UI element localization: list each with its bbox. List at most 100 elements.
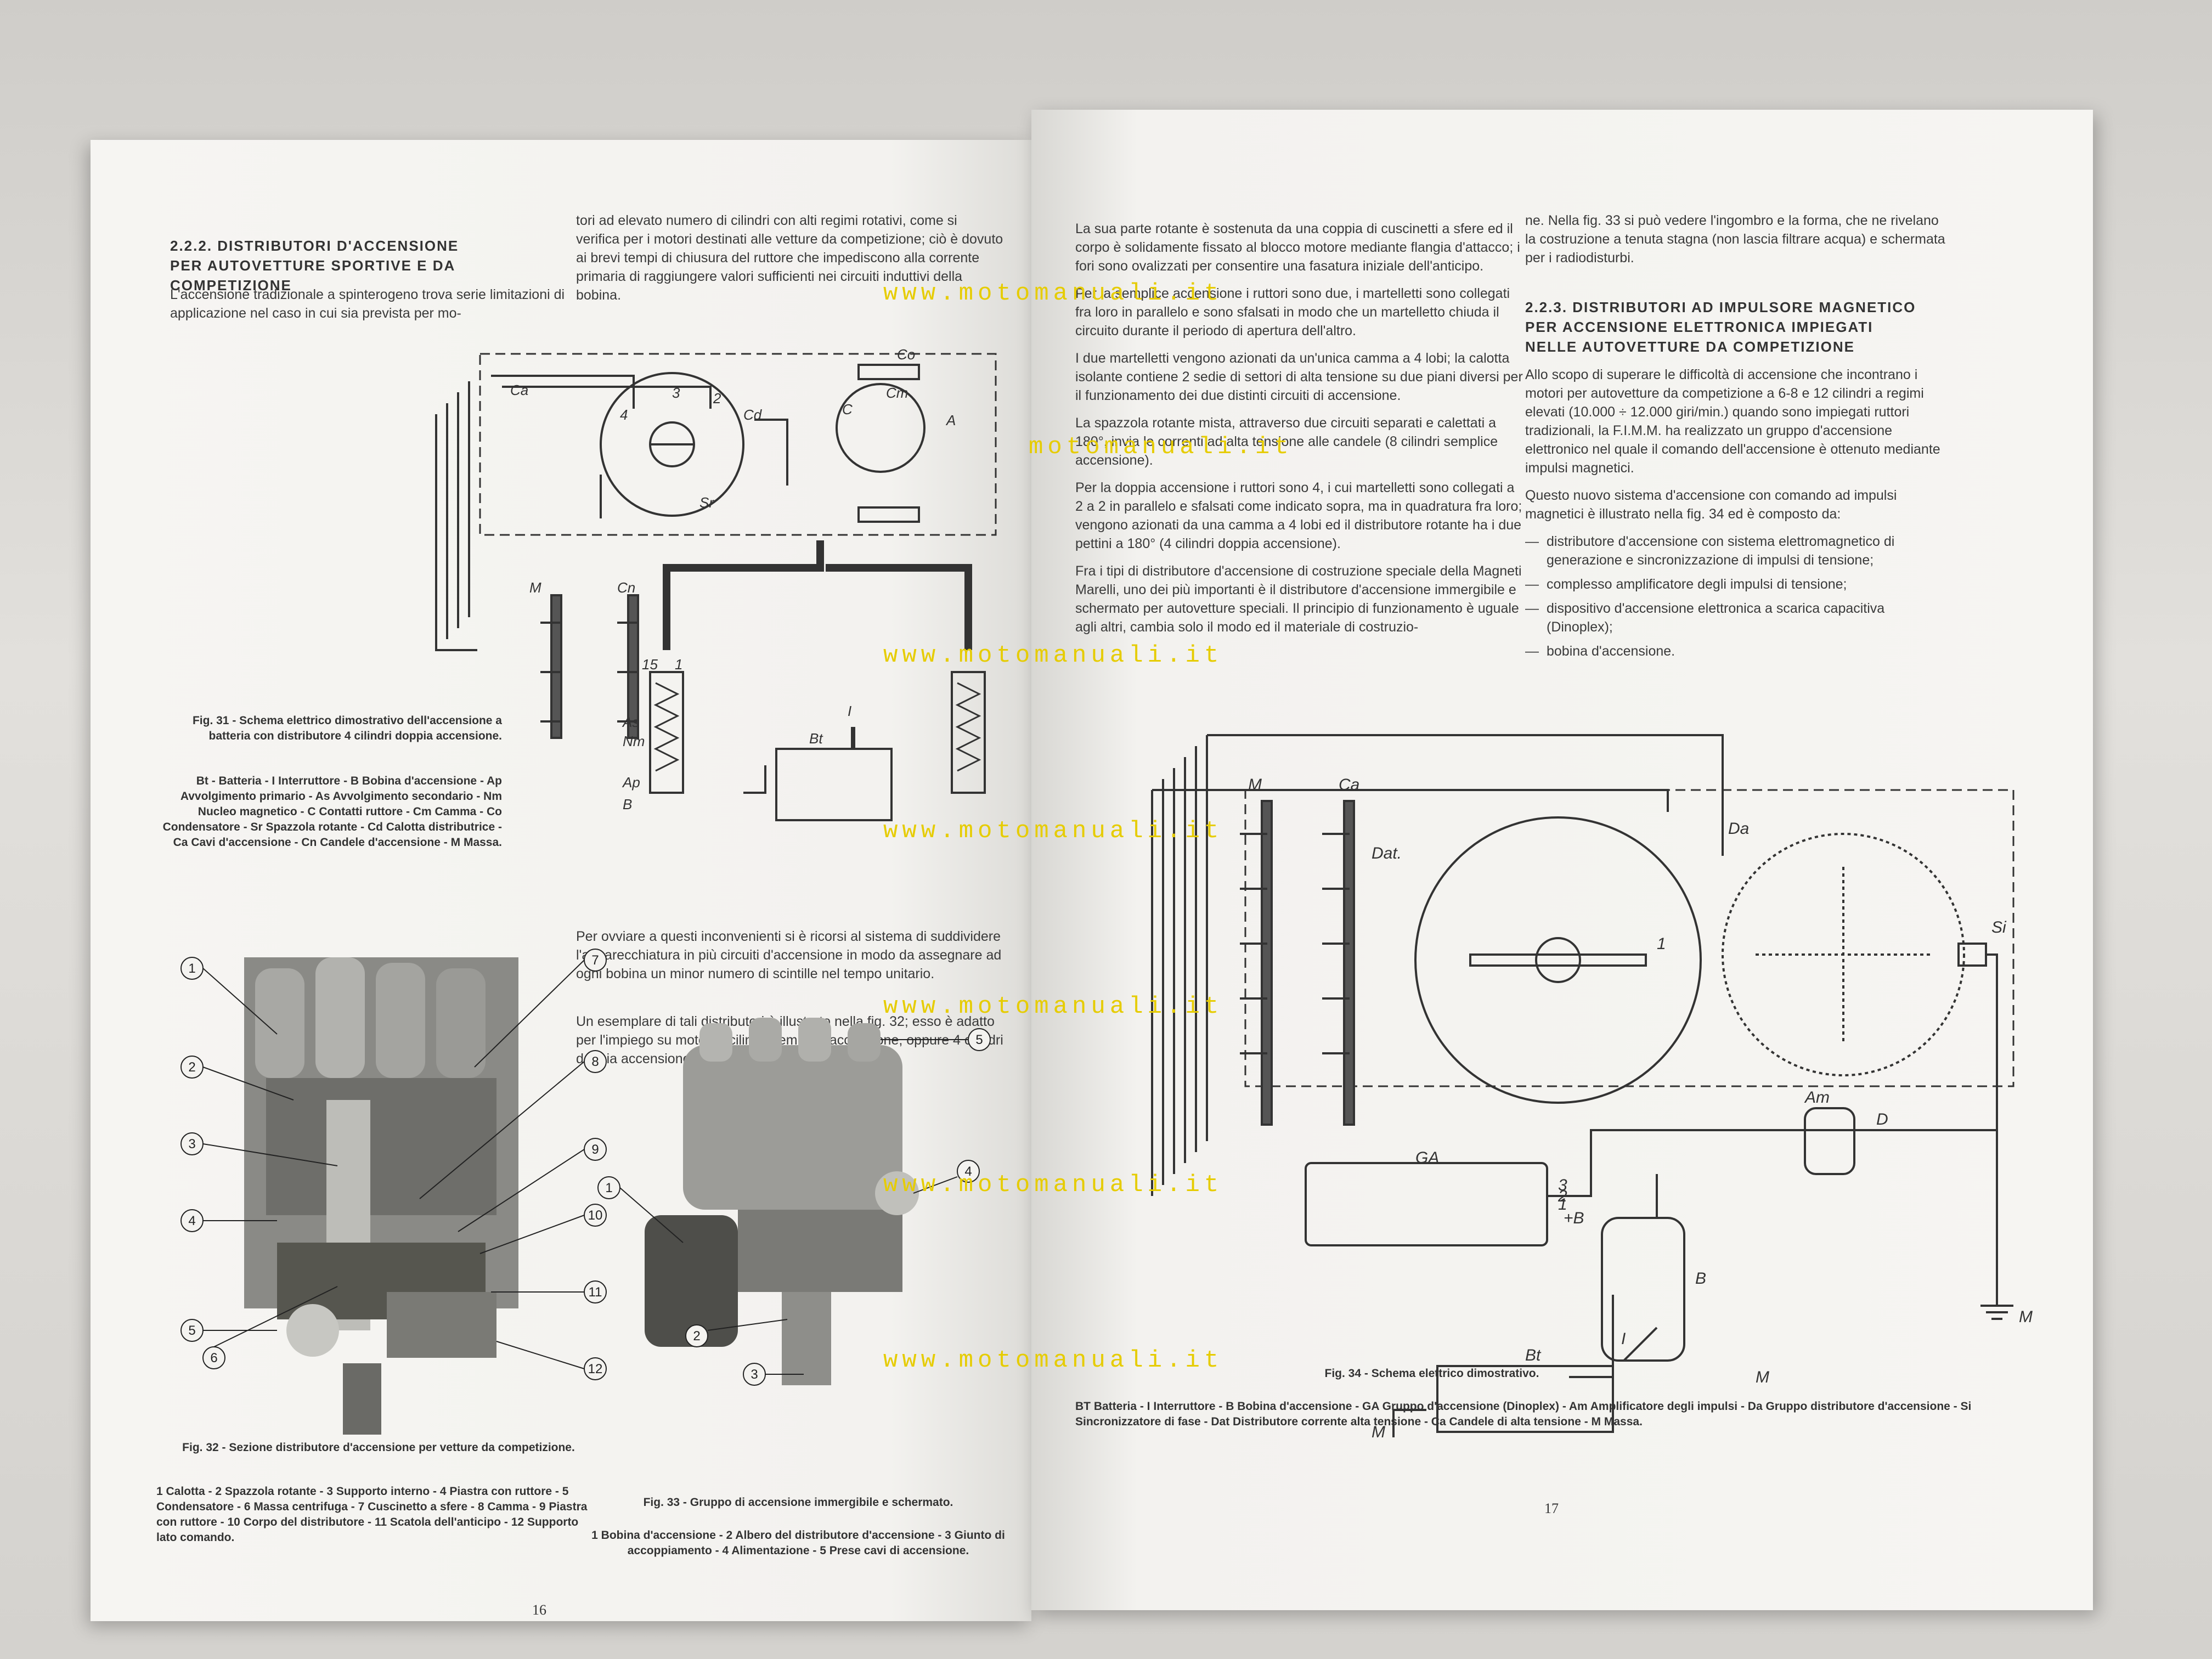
label-d: D	[1876, 1110, 1888, 1128]
label-i: I	[848, 703, 851, 719]
list-item: —distributore d'accensione con sistema e…	[1525, 532, 1953, 569]
watermark: www.motomanuali.it	[883, 642, 1223, 669]
label-b: B	[1695, 1269, 1706, 1288]
list-item: —dispositivo d'accensione elettronica a …	[1525, 599, 1953, 636]
label-ga: GA	[1415, 1149, 1439, 1167]
callout-1: 1	[188, 961, 195, 976]
label-bt: Bt	[1525, 1346, 1542, 1364]
label-m-top: M	[1248, 776, 1262, 794]
callout-marker	[685, 1324, 708, 1347]
callout-marker	[584, 1204, 607, 1227]
fig32-title: Fig. 32 - Sezione distributore d'accensi…	[182, 1441, 575, 1454]
callout-marker	[180, 957, 204, 980]
callout-6: 6	[210, 1351, 217, 1365]
left-page: 2.2.2. DISTRIBUTORI D'ACCENSIONE PER AUT…	[91, 140, 1031, 1621]
label-a: A	[945, 412, 956, 428]
paragraph: La sua parte rotante è sostenuta da una …	[1075, 221, 1520, 274]
section-heading-2-2-3: 2.2.3. DISTRIBUTORI AD IMPULSORE MAGNETI…	[1525, 297, 1953, 357]
fig33-title: Fig. 33 - Gruppo di accensione immergibi…	[643, 1496, 953, 1509]
label-cm: Cm	[886, 385, 908, 401]
paragraph: Per la doppia accensione i ruttori sono …	[1075, 480, 1522, 551]
paragraph: Fra i tipi di distributore d'accensione …	[1075, 563, 1522, 635]
callout-8: 8	[591, 1054, 599, 1069]
paragraph: I due martelletti vengono azionati da un…	[1075, 351, 1523, 403]
fig31-title: Fig. 31 - Schema elettrico dimostrativo …	[192, 714, 502, 742]
heading-line: PER AUTOVETTURE SPORTIVE E DA COMPETIZIO…	[170, 257, 455, 294]
fig34-wiring-diagram: Ca M Dat. Da Si GA +B Am D B Bt I M M M …	[1151, 734, 2033, 1437]
col2-paragraph-2: Per ovviare a questi inconvenienti si è …	[576, 929, 1002, 981]
callout-marker	[584, 1357, 607, 1380]
label-m-right: M	[2019, 1308, 2033, 1326]
label-co-top: Co	[897, 346, 915, 363]
callout-marker	[202, 1346, 225, 1369]
fig33-callout-1: 1	[605, 1181, 612, 1195]
right-col2: ne. Nella fig. 33 si può vedere l'ingomb…	[1525, 211, 1953, 666]
fig32-legend: 1 Calotta - 2 Spazzola rotante - 3 Suppo…	[156, 1485, 588, 1544]
callout-3: 3	[188, 1137, 195, 1152]
label-sr: Sr	[699, 494, 714, 511]
label-pin-2: 2	[1558, 1187, 1567, 1205]
label-pin-3: 3	[1558, 1176, 1567, 1194]
page-number-16: 16	[532, 1602, 546, 1618]
label-nm: Nm	[623, 733, 645, 749]
list-item: —complesso amplificatore degli impulsi d…	[1525, 575, 1953, 594]
label-2: 2	[713, 390, 721, 407]
callout-4: 4	[188, 1214, 195, 1228]
fig31-legend: Bt - Batteria - I Interruttore - B Bobin…	[162, 775, 502, 849]
callout-marker	[957, 1160, 980, 1183]
label-15-left: 15	[642, 656, 658, 673]
list-item-text: dispositivo d'accensione elettronica a s…	[1547, 601, 1885, 635]
label-plus-b: +B	[1564, 1209, 1584, 1227]
intro-paragraph: L'accensione tradizionale a spinterogeno…	[170, 287, 565, 321]
heading-line: NELLE AUTOVETTURE DA COMPETIZIONE	[1525, 338, 1855, 355]
callout-marker	[180, 1209, 204, 1232]
callout-marker	[180, 1056, 204, 1079]
label-c: C	[842, 401, 853, 417]
watermark: motomanuali.it	[1029, 433, 1293, 461]
fig33-legend: 1 Bobina d'accensione - 2 Albero del dis…	[591, 1529, 1005, 1557]
paragraph: ne. Nella fig. 33 si può vedere l'ingomb…	[1525, 213, 1945, 266]
label-da: Da	[1728, 820, 1749, 838]
watermark: www.motomanuali.it	[883, 280, 1223, 307]
callout-7: 7	[591, 953, 599, 968]
label-cd: Cd	[743, 407, 763, 423]
callout-marker	[180, 1319, 204, 1342]
label-4: 4	[620, 407, 628, 423]
label-bt: Bt	[809, 730, 823, 747]
label-ca: Ca	[1339, 776, 1359, 794]
callout-marker	[584, 1280, 607, 1304]
watermark: www.motomanuali.it	[883, 817, 1223, 845]
label-m: M	[529, 579, 541, 596]
callout-12: 12	[588, 1362, 603, 1376]
label-m-coil: M	[1756, 1368, 1769, 1386]
watermark: www.motomanuali.it	[883, 1347, 1223, 1374]
col2-paragraph-1: tori ad elevato numero di cilindri con a…	[576, 213, 1003, 303]
watermark: www.motomanuali.it	[883, 1171, 1223, 1199]
fig31-wiring-diagram: Ca Cd Co M Cn Sr Bt I As Nm Ap B C A 15 …	[435, 346, 997, 821]
callout-5: 5	[188, 1323, 195, 1338]
list-item-text: distributore d'accensione con sistema el…	[1547, 534, 1895, 568]
heading-line: 2.2.2. DISTRIBUTORI D'ACCENSIONE	[170, 238, 459, 254]
label-b: B	[623, 796, 632, 812]
callout-11: 11	[589, 1285, 602, 1300]
callout-marker	[968, 1028, 991, 1051]
paragraph: Allo scopo di superare le difficoltà di …	[1525, 367, 1940, 476]
paragraph: Questo nuovo sistema d'accensione con co…	[1525, 488, 1897, 522]
watermark: www.motomanuali.it	[883, 993, 1223, 1020]
label-i: I	[1621, 1330, 1626, 1348]
label-m-battery: M	[1372, 1423, 1385, 1437]
callout-marker	[743, 1363, 766, 1386]
label-as: As	[622, 714, 639, 730]
fig33-callout-4: 4	[964, 1164, 972, 1179]
label-dat: Dat.	[1372, 844, 1402, 862]
heading-line: 2.2.3. DISTRIBUTORI AD IMPULSORE MAGNETI…	[1525, 299, 1916, 315]
label-1-left: 1	[675, 656, 682, 673]
callout-10: 10	[588, 1208, 603, 1223]
callout-marker	[180, 1132, 204, 1155]
label-3: 3	[672, 385, 680, 401]
callout-9: 9	[591, 1142, 599, 1157]
fig34-title: Fig. 34 - Schema elettrico dimostrativo.	[1324, 1367, 1539, 1380]
section-heading-2-2-2: 2.2.2. DISTRIBUTORI D'ACCENSIONE PER AUT…	[170, 236, 565, 295]
callout-marker	[584, 1050, 607, 1073]
fig33-callout-3: 3	[751, 1367, 758, 1382]
